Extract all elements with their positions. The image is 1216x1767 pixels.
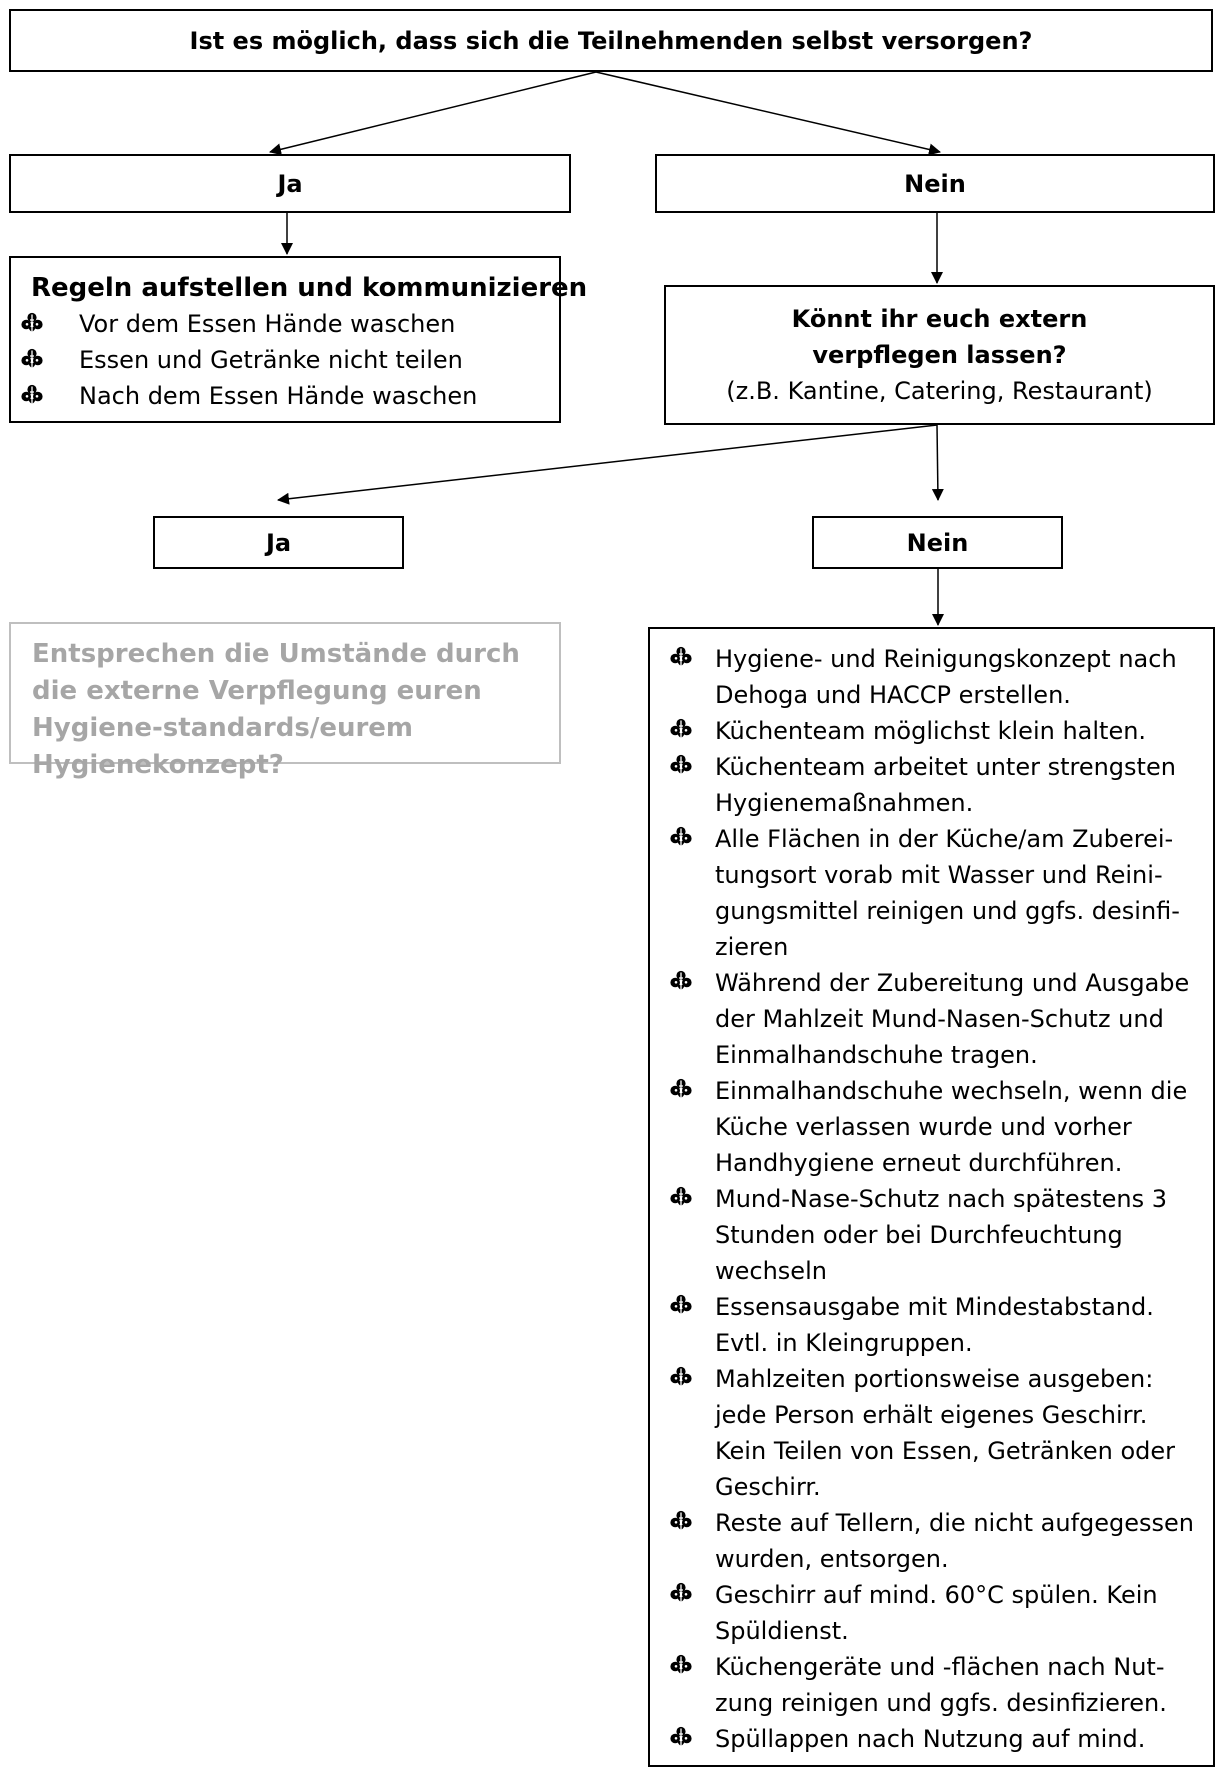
trefoil-icon: [670, 826, 692, 849]
arrow-external-to-no: [931, 424, 944, 501]
measure-text: Mahlzeiten portionsweise ausgeben: jede …: [715, 1365, 1175, 1501]
arrow-external-to-yes: [277, 424, 938, 505]
trefoil-icon: [21, 312, 43, 335]
measures-list: Hygiene- und Reinigungskonzept nach Deho…: [670, 641, 1203, 1757]
question-external-line2: verpflegen lassen?: [812, 341, 1067, 369]
list-item: Geschirr auf mind. 60°C spülen. Kein Spü…: [670, 1577, 1203, 1649]
rules-box: Regeln aufstellen und kommunizieren Vor …: [9, 256, 588, 423]
kitchen-measures-box: Hygiene- und Reinigungskonzept nach Deho…: [648, 627, 1215, 1767]
list-item: Küchenteam möglichst klein halten.: [670, 713, 1203, 749]
list-item: Essensausgabe mit Mindestabstand. Evtl. …: [670, 1289, 1203, 1361]
answer-yes-2-label: Ja: [265, 528, 292, 557]
measure-text: Hygiene- und Reinigungskonzept nach Deho…: [715, 645, 1177, 709]
trefoil-icon: [670, 1186, 692, 1209]
trefoil-icon: [670, 1294, 692, 1317]
trefoil-icon: [670, 1582, 692, 1605]
trefoil-icon: [670, 1654, 692, 1677]
answer-yes-1: Ja: [9, 154, 571, 213]
list-item: Alle Flächen in der Küche/am Zuberei-tun…: [670, 821, 1203, 965]
list-item: Spüllappen nach Nutzung auf mind.: [670, 1721, 1203, 1757]
measure-text: Einmalhandschuhe wechseln, wenn die Küch…: [715, 1077, 1188, 1177]
arrow-top-to-no: [595, 71, 941, 156]
list-item: Nach dem Essen Hände waschen: [21, 378, 543, 414]
answer-yes-2: Ja: [153, 516, 404, 569]
list-item: Küchengeräte und -flächen nach Nut-zung …: [670, 1649, 1203, 1721]
question-external-line1: Könnt ihr euch extern: [791, 305, 1088, 333]
measure-text: Während der Zubereitung und Ausgabe der …: [715, 969, 1190, 1069]
rules-title: Regeln aufstellen und kommunizieren: [31, 273, 588, 303]
measure-text: Spüllappen nach Nutzung auf mind.: [715, 1725, 1146, 1753]
hygiene-standard-question: Entsprechen die Umstände durch die exter…: [9, 622, 561, 780]
list-item: Einmalhandschuhe wechseln, wenn die Küch…: [670, 1073, 1203, 1181]
measure-text: Geschirr auf mind. 60°C spülen. Kein Spü…: [715, 1581, 1158, 1645]
answer-no-1-label: Nein: [904, 169, 966, 198]
measure-text: Reste auf Tellern, die nicht aufgegessen…: [715, 1509, 1195, 1573]
list-item: Hygiene- und Reinigungskonzept nach Deho…: [670, 641, 1203, 713]
measure-text: Alle Flächen in der Küche/am Zuberei-tun…: [715, 825, 1180, 961]
list-item: Reste auf Tellern, die nicht aufgegessen…: [670, 1505, 1203, 1577]
trefoil-icon: [670, 754, 692, 777]
list-item: Während der Zubereitung und Ausgabe der …: [670, 965, 1203, 1073]
question-external-examples: (z.B. Kantine, Catering, Restaurant): [726, 377, 1153, 405]
rule-text: Essen und Getränke nicht teilen: [79, 346, 463, 374]
trefoil-icon: [670, 1510, 692, 1533]
rule-text: Nach dem Essen Hände waschen: [79, 382, 478, 410]
trefoil-icon: [670, 970, 692, 993]
question-self-catering: Ist es möglich, dass sich die Teilnehmen…: [9, 9, 1213, 72]
rules-list: Vor dem Essen Hände waschen Essen und Ge…: [21, 306, 543, 414]
measure-text: Küchenteam möglichst klein halten.: [715, 717, 1147, 745]
trefoil-icon: [670, 1726, 692, 1749]
trefoil-icon: [21, 348, 43, 371]
list-item: Vor dem Essen Hände waschen: [21, 306, 543, 342]
trefoil-icon: [21, 384, 43, 407]
measure-text: Essensausgabe mit Mindestabstand. Evtl. …: [715, 1293, 1154, 1357]
list-item: Küchenteam arbeitet unter strengsten Hyg…: [670, 749, 1203, 821]
rule-text: Vor dem Essen Hände waschen: [79, 310, 456, 338]
trefoil-icon: [670, 646, 692, 669]
measure-text: Mund-Nase-Schutz nach spätestens 3 Stund…: [715, 1185, 1167, 1285]
answer-no-2: Nein: [812, 516, 1063, 569]
hygiene-standard-question-text: Entsprechen die Umstände durch die exter…: [32, 639, 520, 780]
answer-no-2-label: Nein: [906, 528, 969, 557]
question-external-catering: Könnt ihr euch extern verpflegen lassen?…: [664, 285, 1215, 425]
list-item: Essen und Getränke nicht teilen: [21, 342, 543, 378]
question-self-catering-text: Ist es möglich, dass sich die Teilnehmen…: [189, 26, 1033, 55]
answer-no-1: Nein: [655, 154, 1215, 213]
trefoil-icon: [670, 718, 692, 741]
trefoil-icon: [670, 1366, 692, 1389]
measure-text: Küchenteam arbeitet unter strengsten Hyg…: [715, 753, 1176, 817]
arrow-top-to-yes: [269, 71, 597, 156]
answer-yes-1-label: Ja: [277, 169, 303, 198]
list-item: Mund-Nase-Schutz nach spätestens 3 Stund…: [670, 1181, 1203, 1289]
trefoil-icon: [670, 1078, 692, 1101]
list-item: Mahlzeiten portionsweise ausgeben: jede …: [670, 1361, 1203, 1505]
measure-text: Küchengeräte und -flächen nach Nut-zung …: [715, 1653, 1167, 1717]
